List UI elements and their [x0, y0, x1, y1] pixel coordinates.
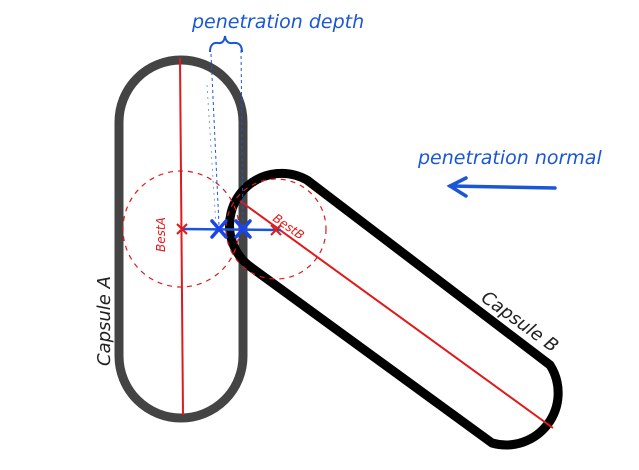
x-cross-icon	[234, 219, 252, 239]
penetration-normal-label: penetration normal	[417, 147, 602, 169]
depth-guide-right	[240, 49, 244, 227]
depth-guide-left-2	[206, 84, 217, 227]
best-b-radius-circle	[225, 178, 327, 280]
left-arrow-icon	[446, 176, 557, 198]
x-cross-icon	[210, 219, 228, 239]
penetration-segment	[181, 227, 282, 232]
best-a-label: BestA	[154, 217, 168, 252]
capsule-b-axis	[239, 200, 554, 429]
curly-brace-icon	[209, 35, 243, 53]
capsule-a-label: Capsule A	[94, 276, 115, 366]
best-a-point	[176, 223, 188, 235]
best-b-point	[270, 224, 282, 236]
depth-guide-left	[210, 53, 220, 227]
capsule-a	[114, 55, 248, 423]
penetration-depth-label: penetration depth	[191, 11, 364, 33]
capsule-a-axis	[179, 57, 184, 416]
